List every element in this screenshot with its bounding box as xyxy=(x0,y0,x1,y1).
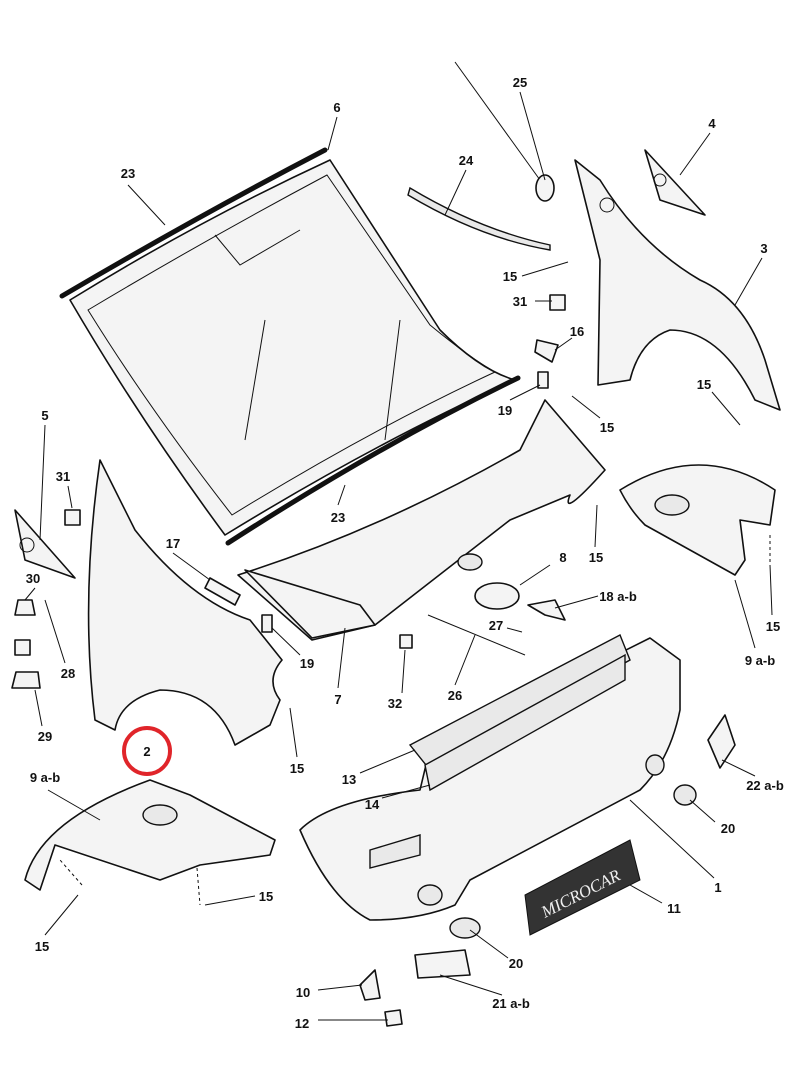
leader-lines xyxy=(24,91,773,1021)
highlight-circle xyxy=(122,726,172,776)
label-20[interactable]: 20 xyxy=(509,956,523,971)
left-wheel-liner[interactable] xyxy=(24,779,276,891)
label-15[interactable]: 15 xyxy=(290,761,304,776)
label-6[interactable]: 6 xyxy=(333,100,340,115)
logo-badge[interactable] xyxy=(474,582,520,610)
windshield-top-seal[interactable] xyxy=(59,147,328,299)
label-5[interactable]: 5 xyxy=(41,408,48,423)
label-2-highlighted[interactable]: 2 xyxy=(143,744,150,759)
label-12[interactable]: 12 xyxy=(295,1016,309,1031)
label-28[interactable]: 28 xyxy=(61,666,75,681)
label-14[interactable]: 14 xyxy=(365,797,380,812)
fog-lamp-left[interactable] xyxy=(449,917,481,939)
bracket[interactable] xyxy=(359,969,381,1001)
label-26[interactable]: 26 xyxy=(448,688,462,703)
windshield-bottom-seal[interactable] xyxy=(225,375,521,546)
label-24[interactable]: 24 xyxy=(459,153,474,168)
label-32[interactable]: 32 xyxy=(388,696,402,711)
label-21-a-b[interactable]: 21 a-b xyxy=(492,996,530,1011)
label-19[interactable]: 19 xyxy=(300,656,314,671)
label-15[interactable]: 15 xyxy=(259,889,273,904)
hood-latch[interactable] xyxy=(527,599,566,621)
label-20[interactable]: 20 xyxy=(721,821,735,836)
label-30[interactable]: 30 xyxy=(26,571,40,586)
label-16[interactable]: 16 xyxy=(570,324,584,339)
small-parts xyxy=(11,294,566,689)
label-7[interactable]: 7 xyxy=(334,692,341,707)
label-13[interactable]: 13 xyxy=(342,772,356,787)
label-15[interactable]: 15 xyxy=(589,550,603,565)
windshield[interactable] xyxy=(69,159,516,536)
fastener-dashes xyxy=(59,535,771,906)
label-10[interactable]: 10 xyxy=(296,985,310,1000)
license-plate[interactable]: MICROCAR xyxy=(524,839,641,936)
label-8[interactable]: 8 xyxy=(559,550,566,565)
right-wheel-liner[interactable] xyxy=(619,464,776,576)
right-mirror-cover[interactable] xyxy=(644,149,706,216)
label-11[interactable]: 11 xyxy=(667,901,681,916)
label-15[interactable]: 15 xyxy=(35,939,49,954)
label-23[interactable]: 23 xyxy=(331,510,345,525)
label-27[interactable]: 27 xyxy=(489,618,503,633)
label-3[interactable]: 3 xyxy=(760,241,767,256)
label-9-a-b[interactable]: 9 a-b xyxy=(745,653,775,668)
label-18-a-b[interactable]: 18 a-b xyxy=(599,589,637,604)
label-9-a-b[interactable]: 9 a-b xyxy=(30,770,60,785)
label-31[interactable]: 31 xyxy=(56,469,70,484)
left-mirror-cover[interactable] xyxy=(14,509,76,579)
label-19[interactable]: 19 xyxy=(498,403,512,418)
left-fender[interactable] xyxy=(87,459,283,746)
label-29[interactable]: 29 xyxy=(38,729,52,744)
front-bumper[interactable] xyxy=(299,634,681,921)
label-31[interactable]: 31 xyxy=(513,294,527,309)
front-panel[interactable] xyxy=(237,399,606,641)
label-15[interactable]: 15 xyxy=(503,269,517,284)
washer-hose[interactable] xyxy=(407,186,551,251)
label-15[interactable]: 15 xyxy=(600,420,614,435)
antenna[interactable] xyxy=(454,61,555,202)
part-labels: 25 6 4 23 24 3 15 31 16 5 19 15 15 31 23… xyxy=(26,75,784,1031)
label-15[interactable]: 15 xyxy=(697,377,711,392)
label-15[interactable]: 15 xyxy=(766,619,780,634)
label-25[interactable]: 25 xyxy=(513,75,527,90)
reflector[interactable] xyxy=(414,949,471,979)
hood-cable[interactable] xyxy=(427,614,526,656)
label-17[interactable]: 17 xyxy=(166,536,180,551)
clip-nut[interactable] xyxy=(384,1009,403,1027)
label-1[interactable]: 1 xyxy=(714,880,721,895)
right-fender[interactable] xyxy=(574,159,781,411)
label-4[interactable]: 4 xyxy=(708,116,716,131)
label-23[interactable]: 23 xyxy=(121,166,135,181)
label-22-a-b[interactable]: 22 a-b xyxy=(746,778,784,793)
fog-lamp-cover[interactable] xyxy=(707,714,736,769)
